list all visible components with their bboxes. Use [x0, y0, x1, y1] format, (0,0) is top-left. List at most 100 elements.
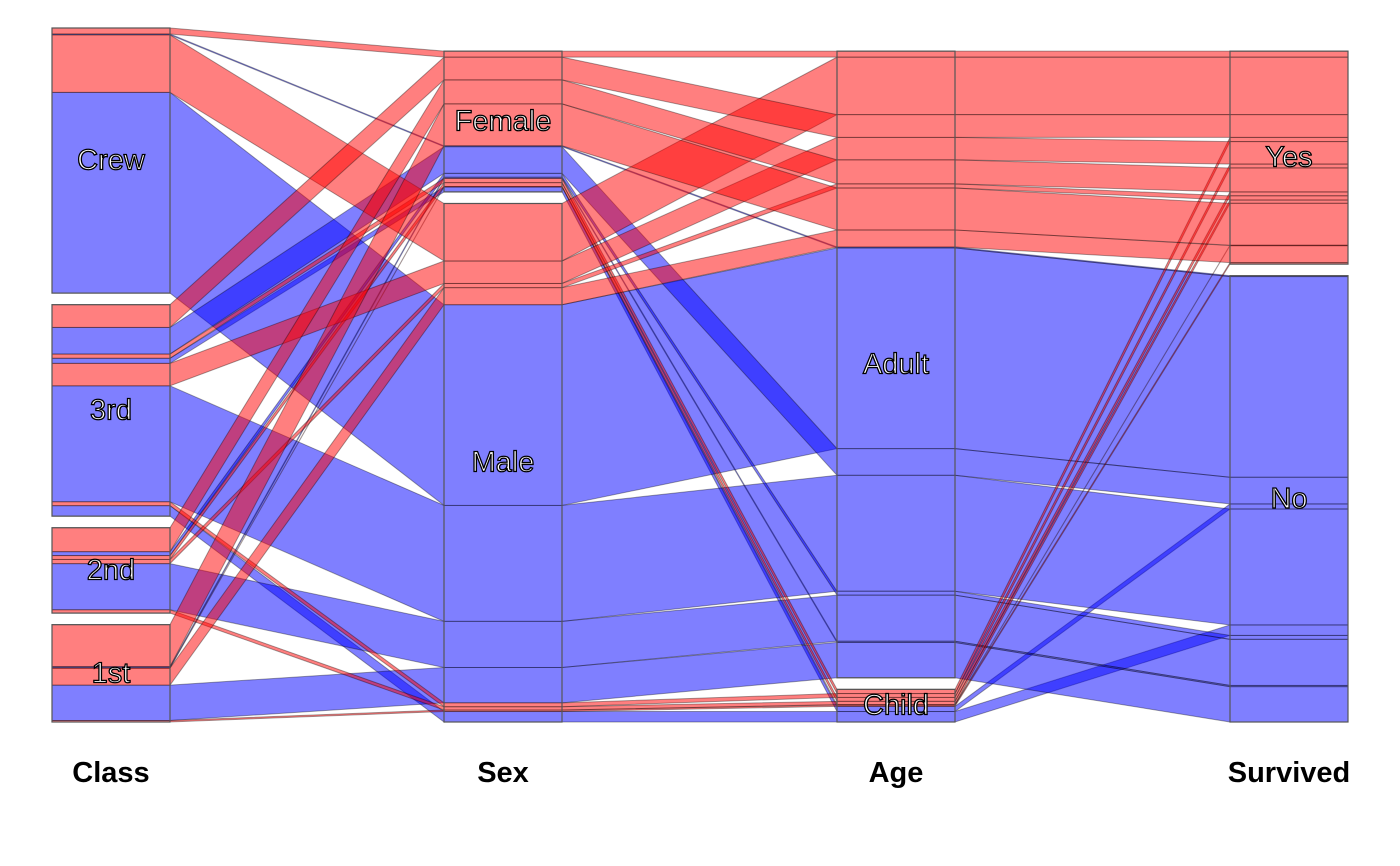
flow-band	[954, 136, 1231, 165]
flow-segment	[51, 27, 171, 35]
flow-segment	[1229, 56, 1349, 116]
flow-segment	[443, 702, 563, 708]
category-box-age-adult	[836, 50, 956, 679]
category-label-class-1st: 1st	[92, 657, 131, 689]
flow-segment	[51, 357, 171, 364]
flow-segment	[836, 641, 956, 679]
flow-segment	[443, 282, 563, 289]
flow-Crew-Male-Adult-Yes	[51, 33, 1349, 262]
flow-2nd-Male-Adult-Yes	[51, 183, 1349, 565]
flow-2nd-Female-Adult-Yes	[51, 78, 1349, 554]
category-label-class-crew: Crew	[77, 145, 146, 177]
flow-segment	[443, 177, 563, 184]
flow-segment	[836, 247, 956, 450]
category-label-class-3rd: 3rd	[90, 394, 132, 426]
flow-3rd-Male-Child-Yes	[51, 163, 1349, 708]
flow-segment	[1229, 684, 1349, 688]
category-box-class-2nd	[51, 527, 171, 614]
category-label-age-child: Child	[863, 690, 929, 722]
flow-segment	[443, 504, 563, 622]
flow-segment	[51, 563, 171, 611]
category-label-survived-yes: Yes	[1265, 142, 1312, 174]
flow-segment	[443, 304, 563, 506]
flows-layer	[51, 27, 1349, 724]
flow-segment	[443, 711, 563, 723]
axis-title-class: Class	[72, 757, 149, 789]
flow-segment	[836, 229, 956, 248]
flow-segment	[836, 594, 956, 642]
flow-segment	[1229, 50, 1349, 58]
flow-segment	[51, 326, 171, 355]
flow-segment	[836, 187, 956, 231]
axis-title-sex: Sex	[477, 757, 529, 789]
flow-segment	[51, 353, 171, 359]
flow-segment	[1229, 638, 1349, 686]
flow-segment	[51, 505, 171, 517]
flow-segment	[443, 287, 563, 306]
flow-segment	[836, 590, 956, 596]
flow-segment	[836, 56, 956, 116]
flow-segment	[51, 304, 171, 328]
flow-segment	[443, 50, 563, 58]
category-label-sex-female: Female	[455, 106, 552, 138]
category-box-sex-female	[443, 50, 563, 193]
flow-band	[954, 114, 1231, 138]
flow-segment	[443, 620, 563, 668]
flow-Crew-Female-Adult-Yes	[51, 27, 1349, 58]
flow-segment	[51, 362, 171, 387]
category-label-class-2nd: 2nd	[87, 554, 135, 586]
flow-segment	[1229, 191, 1349, 197]
flow-3rd-Male-Adult-No	[51, 385, 1349, 626]
flow-segment	[443, 666, 563, 704]
flow-segment	[1229, 245, 1349, 264]
boxes-layer	[51, 27, 1349, 723]
flow-segment	[836, 640, 956, 643]
category-label-sex-male: Male	[472, 447, 535, 479]
category-box-survived-no	[1229, 275, 1349, 723]
flow-segment	[443, 202, 563, 262]
flow-segment	[443, 260, 563, 284]
flow-segment	[836, 114, 956, 138]
flow-segment	[1229, 276, 1349, 478]
flow-Crew-Male-Adult-No	[51, 91, 1349, 507]
flow-band	[561, 50, 838, 58]
category-box-class-3rd	[51, 304, 171, 517]
flow-segment	[443, 79, 563, 105]
flow-segment	[1229, 202, 1349, 246]
category-box-class-1st	[51, 624, 171, 723]
flow-segment	[1229, 634, 1349, 640]
category-label-survived-no: No	[1270, 483, 1307, 515]
flow-segment	[443, 182, 563, 188]
category-box-survived-yes	[1229, 50, 1349, 265]
flow-segment	[443, 146, 563, 174]
flow-segment	[51, 624, 171, 668]
flow-segment	[1229, 114, 1349, 138]
flow-band	[954, 247, 1231, 478]
category-box-age-child	[836, 688, 956, 723]
axis-title-age: Age	[869, 757, 924, 789]
category-box-class-crew	[51, 27, 171, 294]
flow-band	[169, 27, 445, 58]
flow-segment	[51, 91, 171, 294]
flow-band	[954, 50, 1231, 58]
flow-segment	[443, 56, 563, 81]
flow-segment	[443, 172, 563, 178]
category-label-age-adult: Adult	[863, 348, 929, 380]
flow-segment	[51, 34, 171, 93]
category-box-sex-male	[443, 202, 563, 723]
flow-band	[561, 711, 838, 723]
flow-segment	[836, 474, 956, 592]
flow-segment	[836, 448, 956, 476]
flow-segment	[51, 527, 171, 553]
flow-segment	[1229, 476, 1349, 505]
flow-segment	[836, 159, 956, 185]
flow-3rd-Female-Child-Yes	[51, 136, 1349, 695]
flow-segment	[51, 684, 171, 722]
flow-segment	[1229, 195, 1349, 201]
flow-3rd-Female-Adult-Yes	[51, 55, 1349, 329]
flow-band	[954, 56, 1231, 116]
flow-segment	[1229, 624, 1349, 636]
